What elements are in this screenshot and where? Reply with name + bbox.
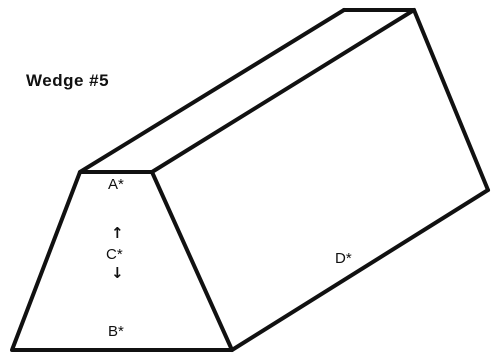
wedge-top-face xyxy=(80,10,414,172)
point-label-a: A* xyxy=(108,176,124,193)
point-label-c: C* xyxy=(106,246,123,263)
wedge-top-right-edge xyxy=(150,8,416,174)
point-label-b: B* xyxy=(108,323,124,340)
point-label-d: D* xyxy=(335,250,352,267)
wedge-bottom-right-edge xyxy=(230,188,490,352)
arrow-up-icon: ↑ xyxy=(111,224,124,242)
wedge-side-face xyxy=(152,10,488,350)
wedge-top-back-left-edge xyxy=(78,8,346,174)
diagram-title: Wedge #5 xyxy=(26,71,110,90)
arrow-down-icon: ↓ xyxy=(111,264,124,282)
wedge-front-face xyxy=(12,172,232,350)
wedge-back-right-edge xyxy=(412,8,490,192)
